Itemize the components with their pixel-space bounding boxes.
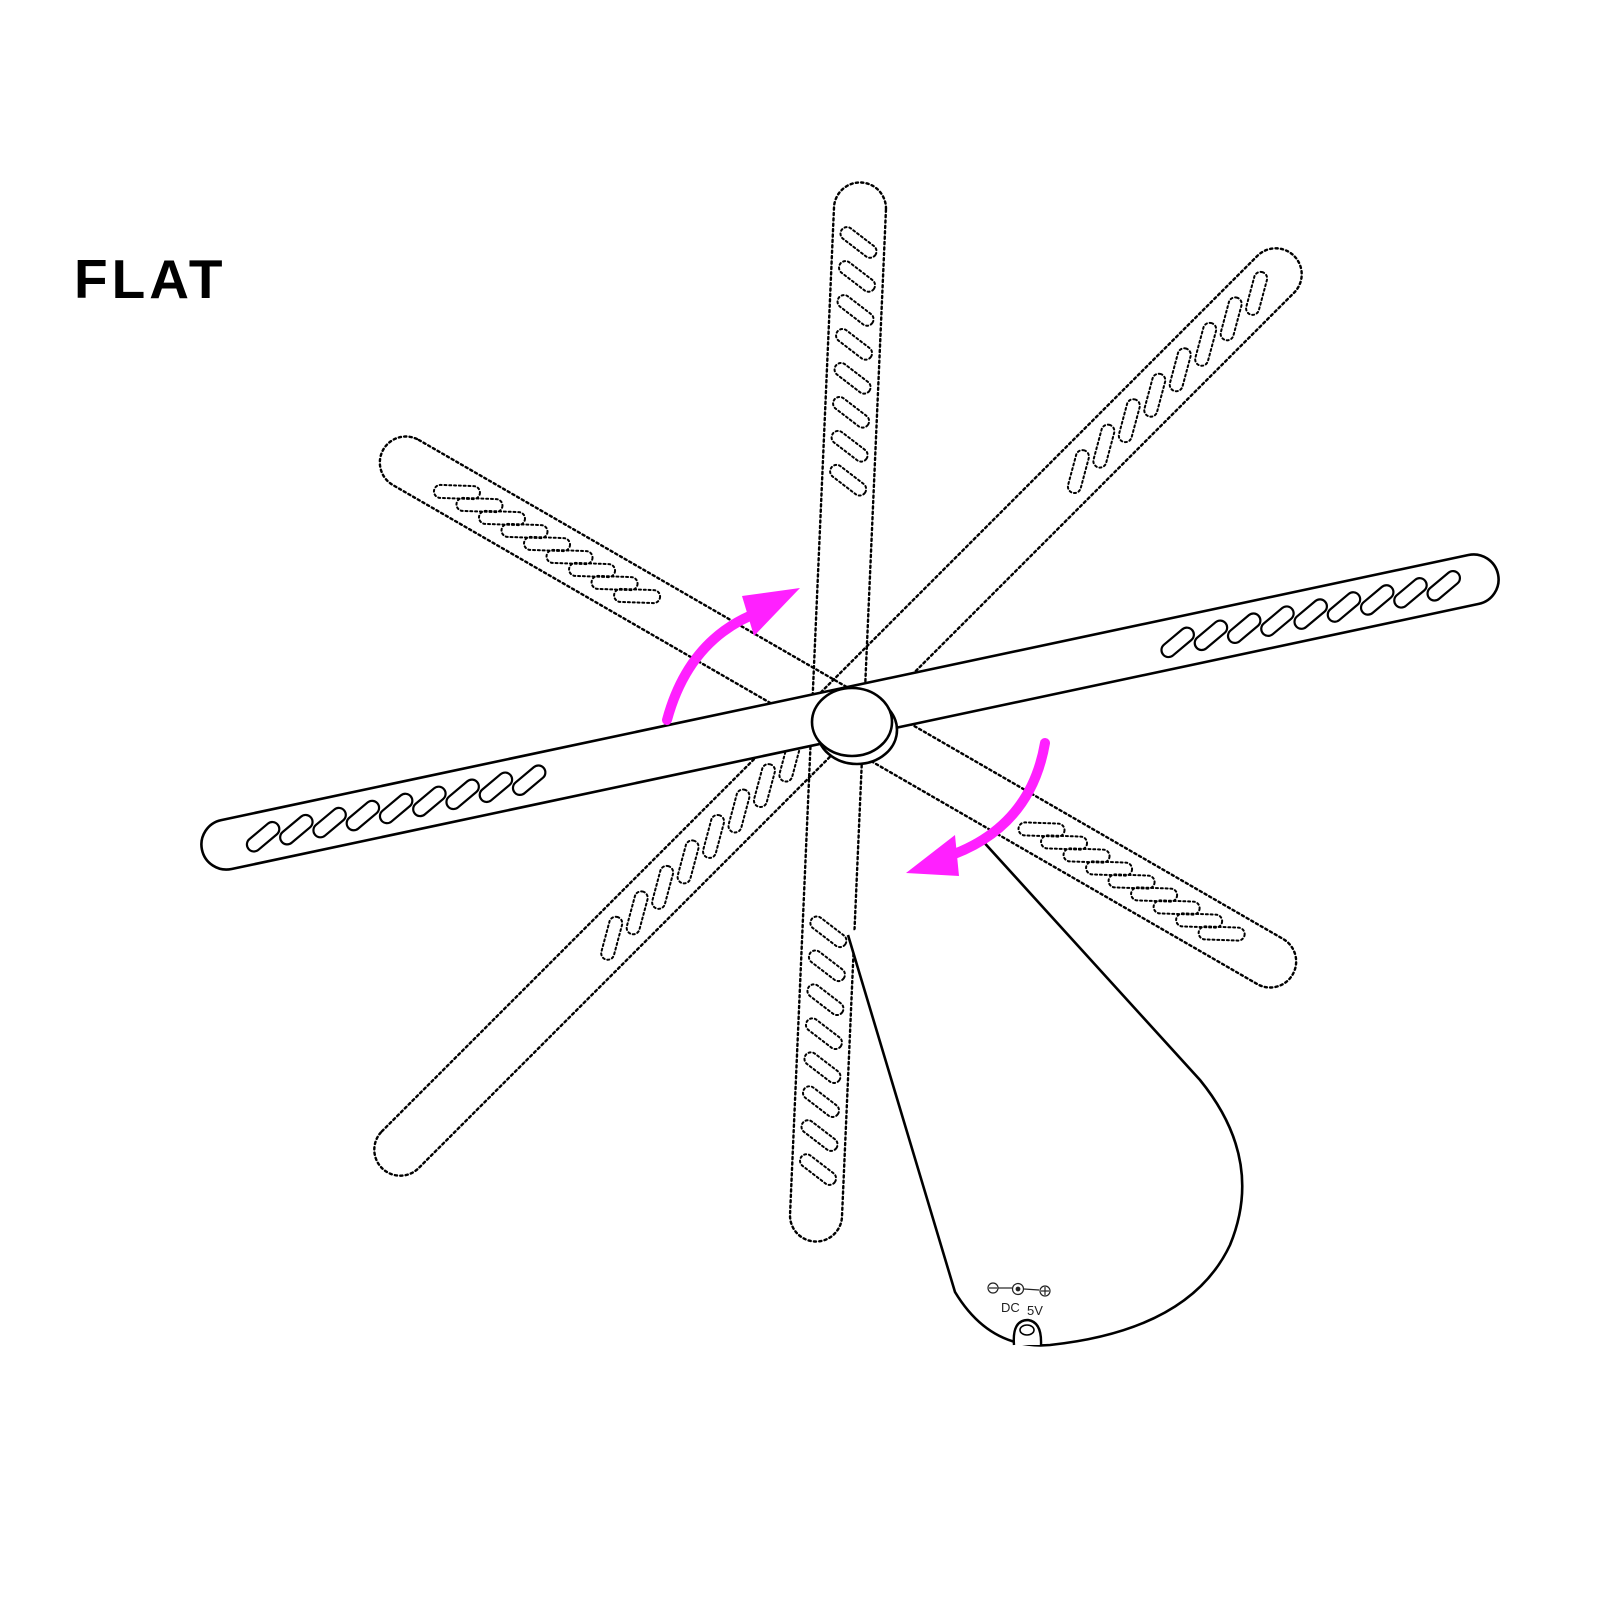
blade-slot: [836, 294, 875, 327]
blade-slot: [1359, 584, 1395, 616]
blade-slot: [245, 820, 281, 853]
blade-slot: [1193, 619, 1229, 652]
blade-slot: [279, 813, 314, 846]
blade-slot: [651, 864, 675, 910]
blade-slot: [1130, 886, 1179, 903]
blade-slot: [676, 839, 700, 885]
blade-slot: [511, 764, 547, 797]
blade-slot: [1160, 626, 1195, 659]
blade-slot: [832, 395, 871, 429]
blade-slot: [477, 509, 526, 527]
blade-slot: [523, 535, 572, 553]
blade-slot: [1175, 912, 1224, 929]
polarity-symbol: [987, 1282, 1051, 1297]
dc-port: [1012, 1318, 1043, 1346]
blade-slot: [1062, 847, 1111, 864]
blade-slot: [500, 522, 549, 540]
blade-slot: [1092, 423, 1116, 469]
blade-slot: [1017, 821, 1066, 838]
blade-slot: [545, 548, 594, 566]
blade-slot: [600, 915, 624, 961]
blade-slot: [1168, 347, 1192, 393]
blade-slot: [1245, 270, 1269, 316]
rotation-arrow-lower: [906, 738, 1050, 876]
blade-slot: [613, 587, 662, 605]
blade-slot: [445, 778, 480, 811]
blade-slot: [1066, 449, 1090, 495]
blade-slot: [590, 574, 639, 592]
blade-slot: [1143, 372, 1167, 418]
blade-slot: [838, 260, 877, 293]
blade-slot: [1426, 569, 1462, 602]
blade-slot: [807, 949, 846, 983]
fan-hub: [810, 686, 899, 766]
blade-slot: [833, 361, 872, 395]
blade-slot: [1152, 899, 1201, 916]
blade-slot: [1219, 296, 1243, 342]
blade-slot: [478, 771, 514, 804]
blade-slot: [809, 915, 848, 949]
port-label-dc: DC: [1001, 1300, 1020, 1315]
center-pin-icon: [1011, 1282, 1025, 1296]
blade-slot: [1197, 925, 1246, 942]
blade-slot: [1293, 598, 1329, 630]
blade-slot: [1226, 612, 1262, 645]
blade-slot: [800, 1119, 839, 1152]
curved-arrow-clockwise-icon: [906, 835, 959, 876]
fan-base: DC 5V: [846, 837, 1244, 1347]
rotation-arrow-upper: [662, 588, 800, 725]
blade-slot: [803, 1051, 842, 1084]
blade-slot: [806, 983, 845, 1017]
blade-slot: [1393, 577, 1428, 609]
blade-slot: [830, 429, 869, 463]
diagram-title: FLAT: [74, 248, 227, 310]
curved-arrow-clockwise-icon: [742, 588, 800, 636]
blade-slot: [625, 890, 649, 936]
plus-terminal-icon: [1039, 1285, 1051, 1297]
blade-slot: [839, 226, 878, 259]
blade-slot: [432, 483, 481, 501]
blade-slot: [345, 799, 381, 832]
blade-slot: [412, 785, 447, 818]
blade-slot: [455, 496, 504, 514]
blade-slot: [312, 806, 347, 839]
blade-slot: [829, 463, 868, 497]
blade-slot: [799, 1153, 838, 1186]
blade-slot: [1194, 321, 1218, 367]
blade-slot: [568, 561, 617, 579]
blade-slot: [1085, 860, 1134, 877]
blade-slot: [378, 792, 414, 825]
base-body: [846, 837, 1244, 1347]
blade-slot: [1117, 398, 1141, 444]
blade-slot: [702, 813, 726, 859]
blade-slot: [835, 328, 874, 361]
blade-slot: [1040, 834, 1089, 851]
port-label-voltage: 5V: [1027, 1303, 1043, 1318]
blade-slot: [752, 763, 776, 809]
blade-slot: [1107, 873, 1156, 890]
blade-slot: [1260, 605, 1295, 637]
blade-slot: [727, 788, 751, 834]
blade-slot: [804, 1017, 843, 1051]
blade-slot: [1326, 591, 1362, 623]
blade-slot: [801, 1085, 840, 1118]
